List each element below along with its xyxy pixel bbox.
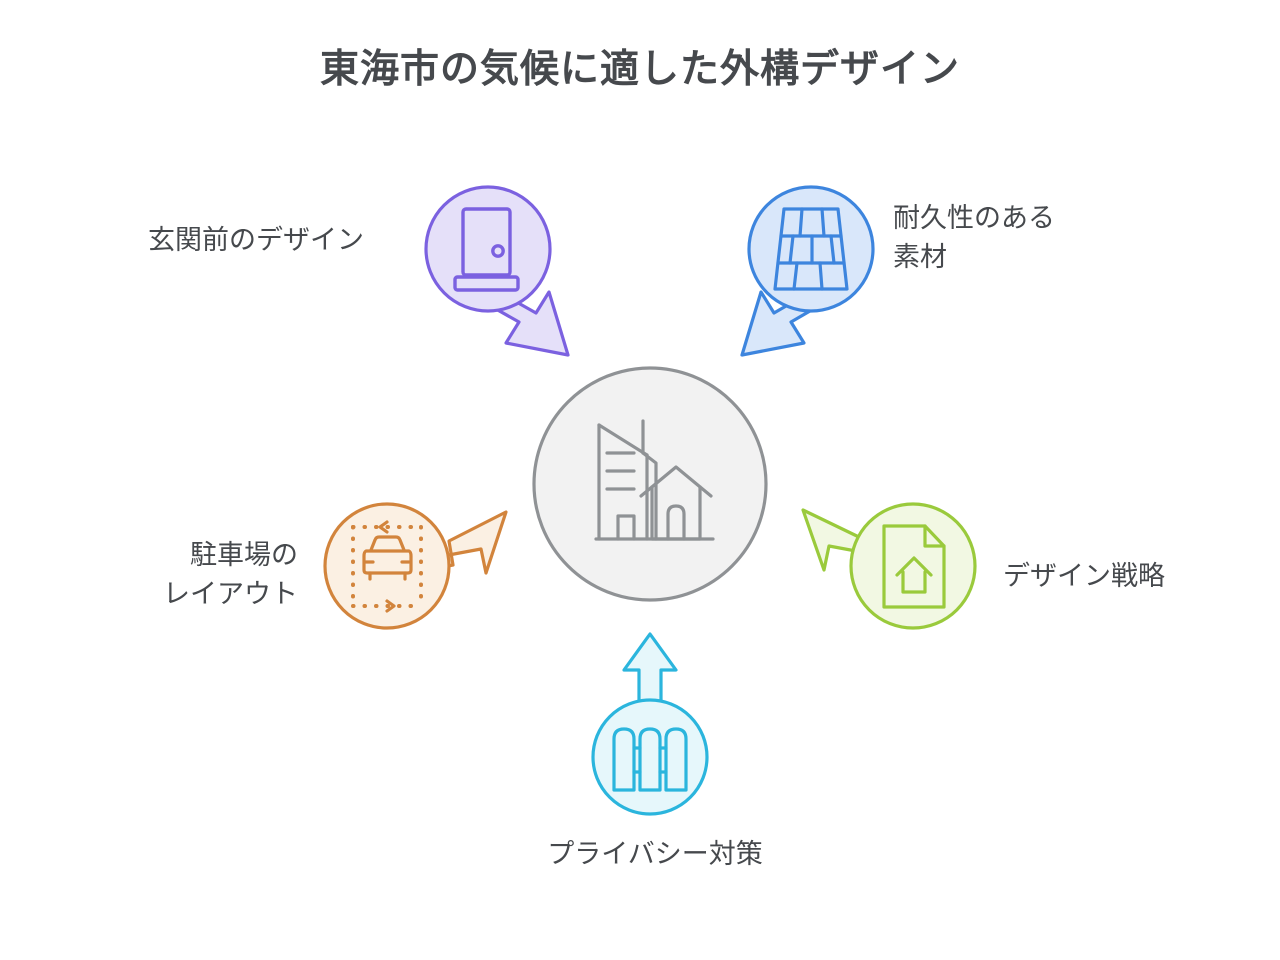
node-entrance[interactable] — [424, 185, 570, 357]
center-hub[interactable] — [532, 366, 768, 602]
node-circle-entrance — [424, 185, 552, 313]
center-circle — [532, 366, 768, 602]
node-circle-privacy — [591, 698, 709, 816]
node-label-privacy: プライバシー対策 — [547, 839, 763, 869]
node-privacy[interactable] — [591, 632, 709, 816]
node-circle-parking — [323, 502, 451, 630]
node-material[interactable] — [740, 185, 875, 357]
parking-chevron-icons — [378, 520, 396, 613]
node-label-entrance: 玄関前のデザイン — [148, 225, 364, 255]
brick-paving-icon — [773, 207, 849, 291]
buildings-houses-icon — [594, 419, 715, 541]
car-icon — [362, 535, 413, 581]
door-icon — [453, 207, 520, 292]
page-title: 東海市の気候に適した外構デザイン — [319, 48, 960, 91]
node-circle-strategy — [849, 502, 977, 630]
parking-bay-dots — [351, 525, 423, 608]
node-strategy[interactable] — [801, 502, 977, 630]
node-label-parking: 駐車場の レイアウト — [163, 540, 298, 610]
node-label-material: 耐久性のある 素材 — [893, 203, 1055, 273]
fence-icon — [612, 727, 688, 792]
node-parking[interactable] — [323, 502, 508, 630]
node-label-strategy: デザイン戦略 — [1003, 561, 1165, 591]
document-house-icon — [882, 524, 946, 609]
